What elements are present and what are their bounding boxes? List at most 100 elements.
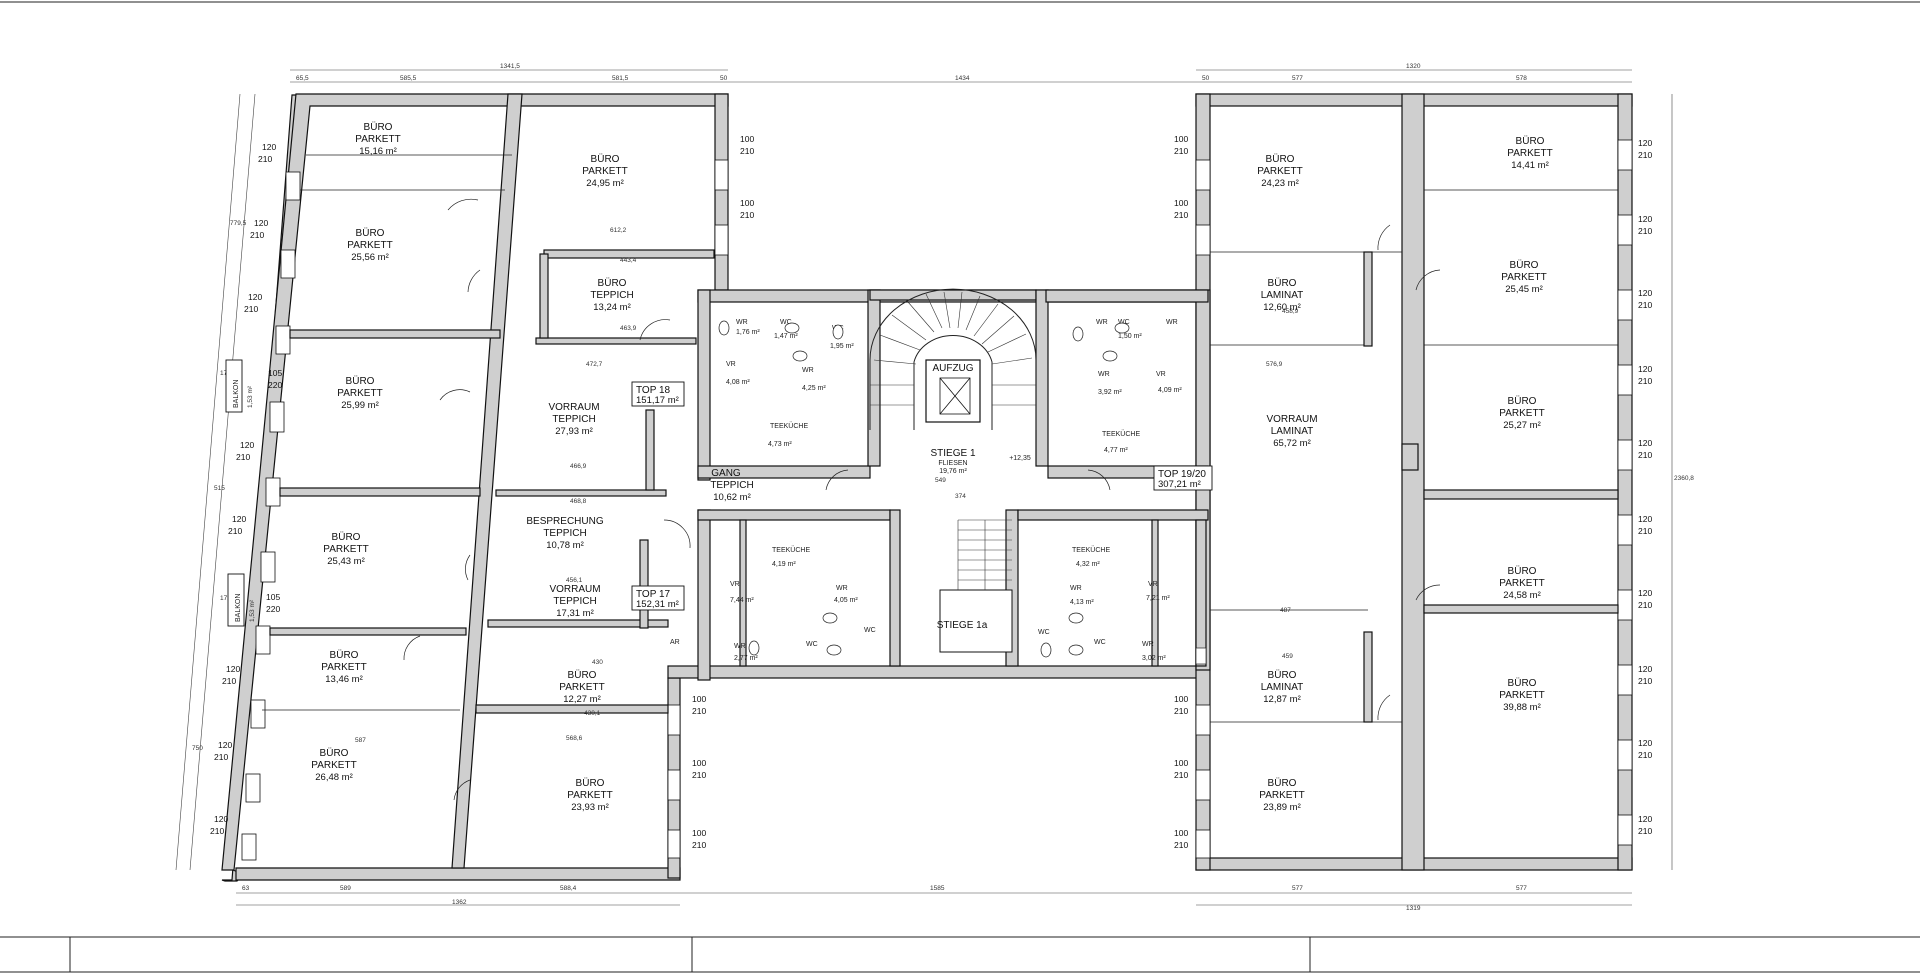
room-buero-22: BÜRO LAMINAT 12,87 m² <box>1261 669 1304 705</box>
room-buero-4: BÜRO TEPPICH 13,24 m² <box>590 277 633 313</box>
dim-label: 172 <box>220 595 231 602</box>
svg-text:PARKETT: PARKETT <box>347 240 392 251</box>
svg-text:VORRAUM: VORRAUM <box>1266 414 1317 425</box>
teekueche-label: TEEKÜCHE <box>1072 546 1110 554</box>
dim-label: 576,9 <box>1266 361 1283 368</box>
window-width: 120 <box>1638 438 1652 448</box>
svg-text:25,45 m²: 25,45 m² <box>1505 284 1543 295</box>
wc-label: WC <box>1118 319 1130 326</box>
room-buero-21: BÜRO PARKETT 24,58 m² <box>1499 565 1544 601</box>
window-width: 120 <box>1638 214 1652 224</box>
balkon-area: 1,53 m² <box>249 599 256 622</box>
svg-text:GANG: GANG <box>711 468 741 479</box>
window-height: 210 <box>692 770 706 780</box>
wr-label: WR <box>1096 319 1108 326</box>
dim-label: 443,4 <box>620 257 637 264</box>
dim-label: 577 <box>1292 885 1303 892</box>
svg-text:25,27 m²: 25,27 m² <box>1503 420 1541 431</box>
core-labels: AUFZUG STIEGE 1 FLIESEN 19,76 m² STIEGE … <box>930 363 1030 631</box>
window-height: 210 <box>1638 300 1652 310</box>
window-width: 100 <box>1174 134 1188 144</box>
balkon-area: 1,53 m² <box>247 385 254 408</box>
svg-text:152,31 m²: 152,31 m² <box>636 599 679 610</box>
svg-text:PARKETT: PARKETT <box>1501 272 1546 283</box>
window-height: 210 <box>1174 706 1188 716</box>
teekueche-area: 4,32 m² <box>1076 561 1100 568</box>
svg-text:BÜRO: BÜRO <box>356 227 385 239</box>
svg-text:39,88 m²: 39,88 m² <box>1503 702 1541 713</box>
dim-label: 463,9 <box>620 325 637 332</box>
window-width: 100 <box>1174 694 1188 704</box>
wr-label: WR <box>836 585 848 592</box>
svg-text:LAMINAT: LAMINAT <box>1271 426 1314 437</box>
svg-text:PARKETT: PARKETT <box>582 166 627 177</box>
window-height: 210 <box>1638 750 1652 760</box>
window-height: 210 <box>1638 450 1652 460</box>
window-width: 120 <box>1638 738 1652 748</box>
svg-text:24,95 m²: 24,95 m² <box>586 178 624 189</box>
dim-label: 1320 <box>1406 63 1421 70</box>
window-width: 100 <box>740 198 754 208</box>
wr-area: 3,92 m² <box>1098 389 1122 396</box>
wr-area: 2,77 m² <box>734 655 758 662</box>
svg-text:PARKETT: PARKETT <box>1259 790 1304 801</box>
svg-text:BÜRO: BÜRO <box>1516 135 1545 147</box>
window-width: 120 <box>218 740 232 750</box>
dim-label: 577 <box>1516 885 1527 892</box>
wr-area: 3,02 m² <box>1142 655 1166 662</box>
dim-label: 468,8 <box>570 498 587 505</box>
window-height: 210 <box>1638 676 1652 686</box>
stiege-1a-label: STIEGE 1a <box>937 620 988 631</box>
svg-text:BÜRO: BÜRO <box>576 777 605 789</box>
window-height: 210 <box>1174 770 1188 780</box>
dim-label: 456,1 <box>566 577 583 584</box>
window-width: 100 <box>1174 758 1188 768</box>
dim-label: 1362 <box>452 899 467 906</box>
svg-text:13,46 m²: 13,46 m² <box>325 674 363 685</box>
svg-text:TEPPICH: TEPPICH <box>552 414 595 425</box>
window-height: 210 <box>1638 600 1652 610</box>
wc-label: WC <box>1094 639 1106 646</box>
wc-label: WC <box>780 319 792 326</box>
svg-text:TOP 19/20: TOP 19/20 <box>1158 469 1206 480</box>
stiege-1-label: STIEGE 1 <box>930 448 975 459</box>
svg-text:BESPRECHUNG: BESPRECHUNG <box>526 516 603 527</box>
dim-label: 374 <box>955 493 966 500</box>
wr-label: WR <box>736 319 748 326</box>
svg-text:BÜRO: BÜRO <box>1510 259 1539 271</box>
window-height: 210 <box>228 526 242 536</box>
svg-text:BÜRO: BÜRO <box>1508 395 1537 407</box>
dim-label: 487 <box>1280 607 1291 614</box>
wc-area: 1,95 m² <box>830 343 854 350</box>
svg-text:PARKETT: PARKETT <box>355 134 400 145</box>
svg-text:BÜRO: BÜRO <box>346 375 375 387</box>
wr-label: WR <box>1098 371 1110 378</box>
wr-area: 1,76 m² <box>736 329 760 336</box>
dim-label: 1585 <box>930 885 945 892</box>
window-width: 120 <box>1638 514 1652 524</box>
svg-text:BÜRO: BÜRO <box>1266 153 1295 165</box>
svg-text:PARKETT: PARKETT <box>1499 690 1544 701</box>
balkon-lower: BALKON 1,53 m² 105 220 <box>227 573 280 627</box>
svg-text:BÜRO: BÜRO <box>330 649 359 661</box>
svg-text:BÜRO: BÜRO <box>332 531 361 543</box>
window-width: 120 <box>1638 364 1652 374</box>
svg-text:BÜRO: BÜRO <box>1268 777 1297 789</box>
room-buero-16: BÜRO PARKETT 14,41 m² <box>1507 135 1552 171</box>
svg-text:LAMINAT: LAMINAT <box>1261 682 1304 693</box>
window-width: 120 <box>232 514 246 524</box>
stiege-1-area: 19,76 m² <box>939 468 967 475</box>
wr-area: 4,05 m² <box>834 597 858 604</box>
teekueche-area: 4,73 m² <box>768 441 792 448</box>
window-width: 120 <box>262 142 276 152</box>
svg-text:14,41 m²: 14,41 m² <box>1511 160 1549 171</box>
svg-text:17,31 m²: 17,31 m² <box>556 608 594 619</box>
svg-text:BÜRO: BÜRO <box>1268 277 1297 289</box>
balkon-label: BALKON <box>235 594 242 622</box>
svg-text:PARKETT: PARKETT <box>1257 166 1302 177</box>
dim-label: 612,2 <box>610 227 627 234</box>
wr-label: WR <box>802 367 814 374</box>
dim-label: 578 <box>1516 75 1527 82</box>
room-gang: GANG TEPPICH 10,62 m² <box>710 468 753 503</box>
svg-text:307,21 m²: 307,21 m² <box>1158 479 1201 490</box>
